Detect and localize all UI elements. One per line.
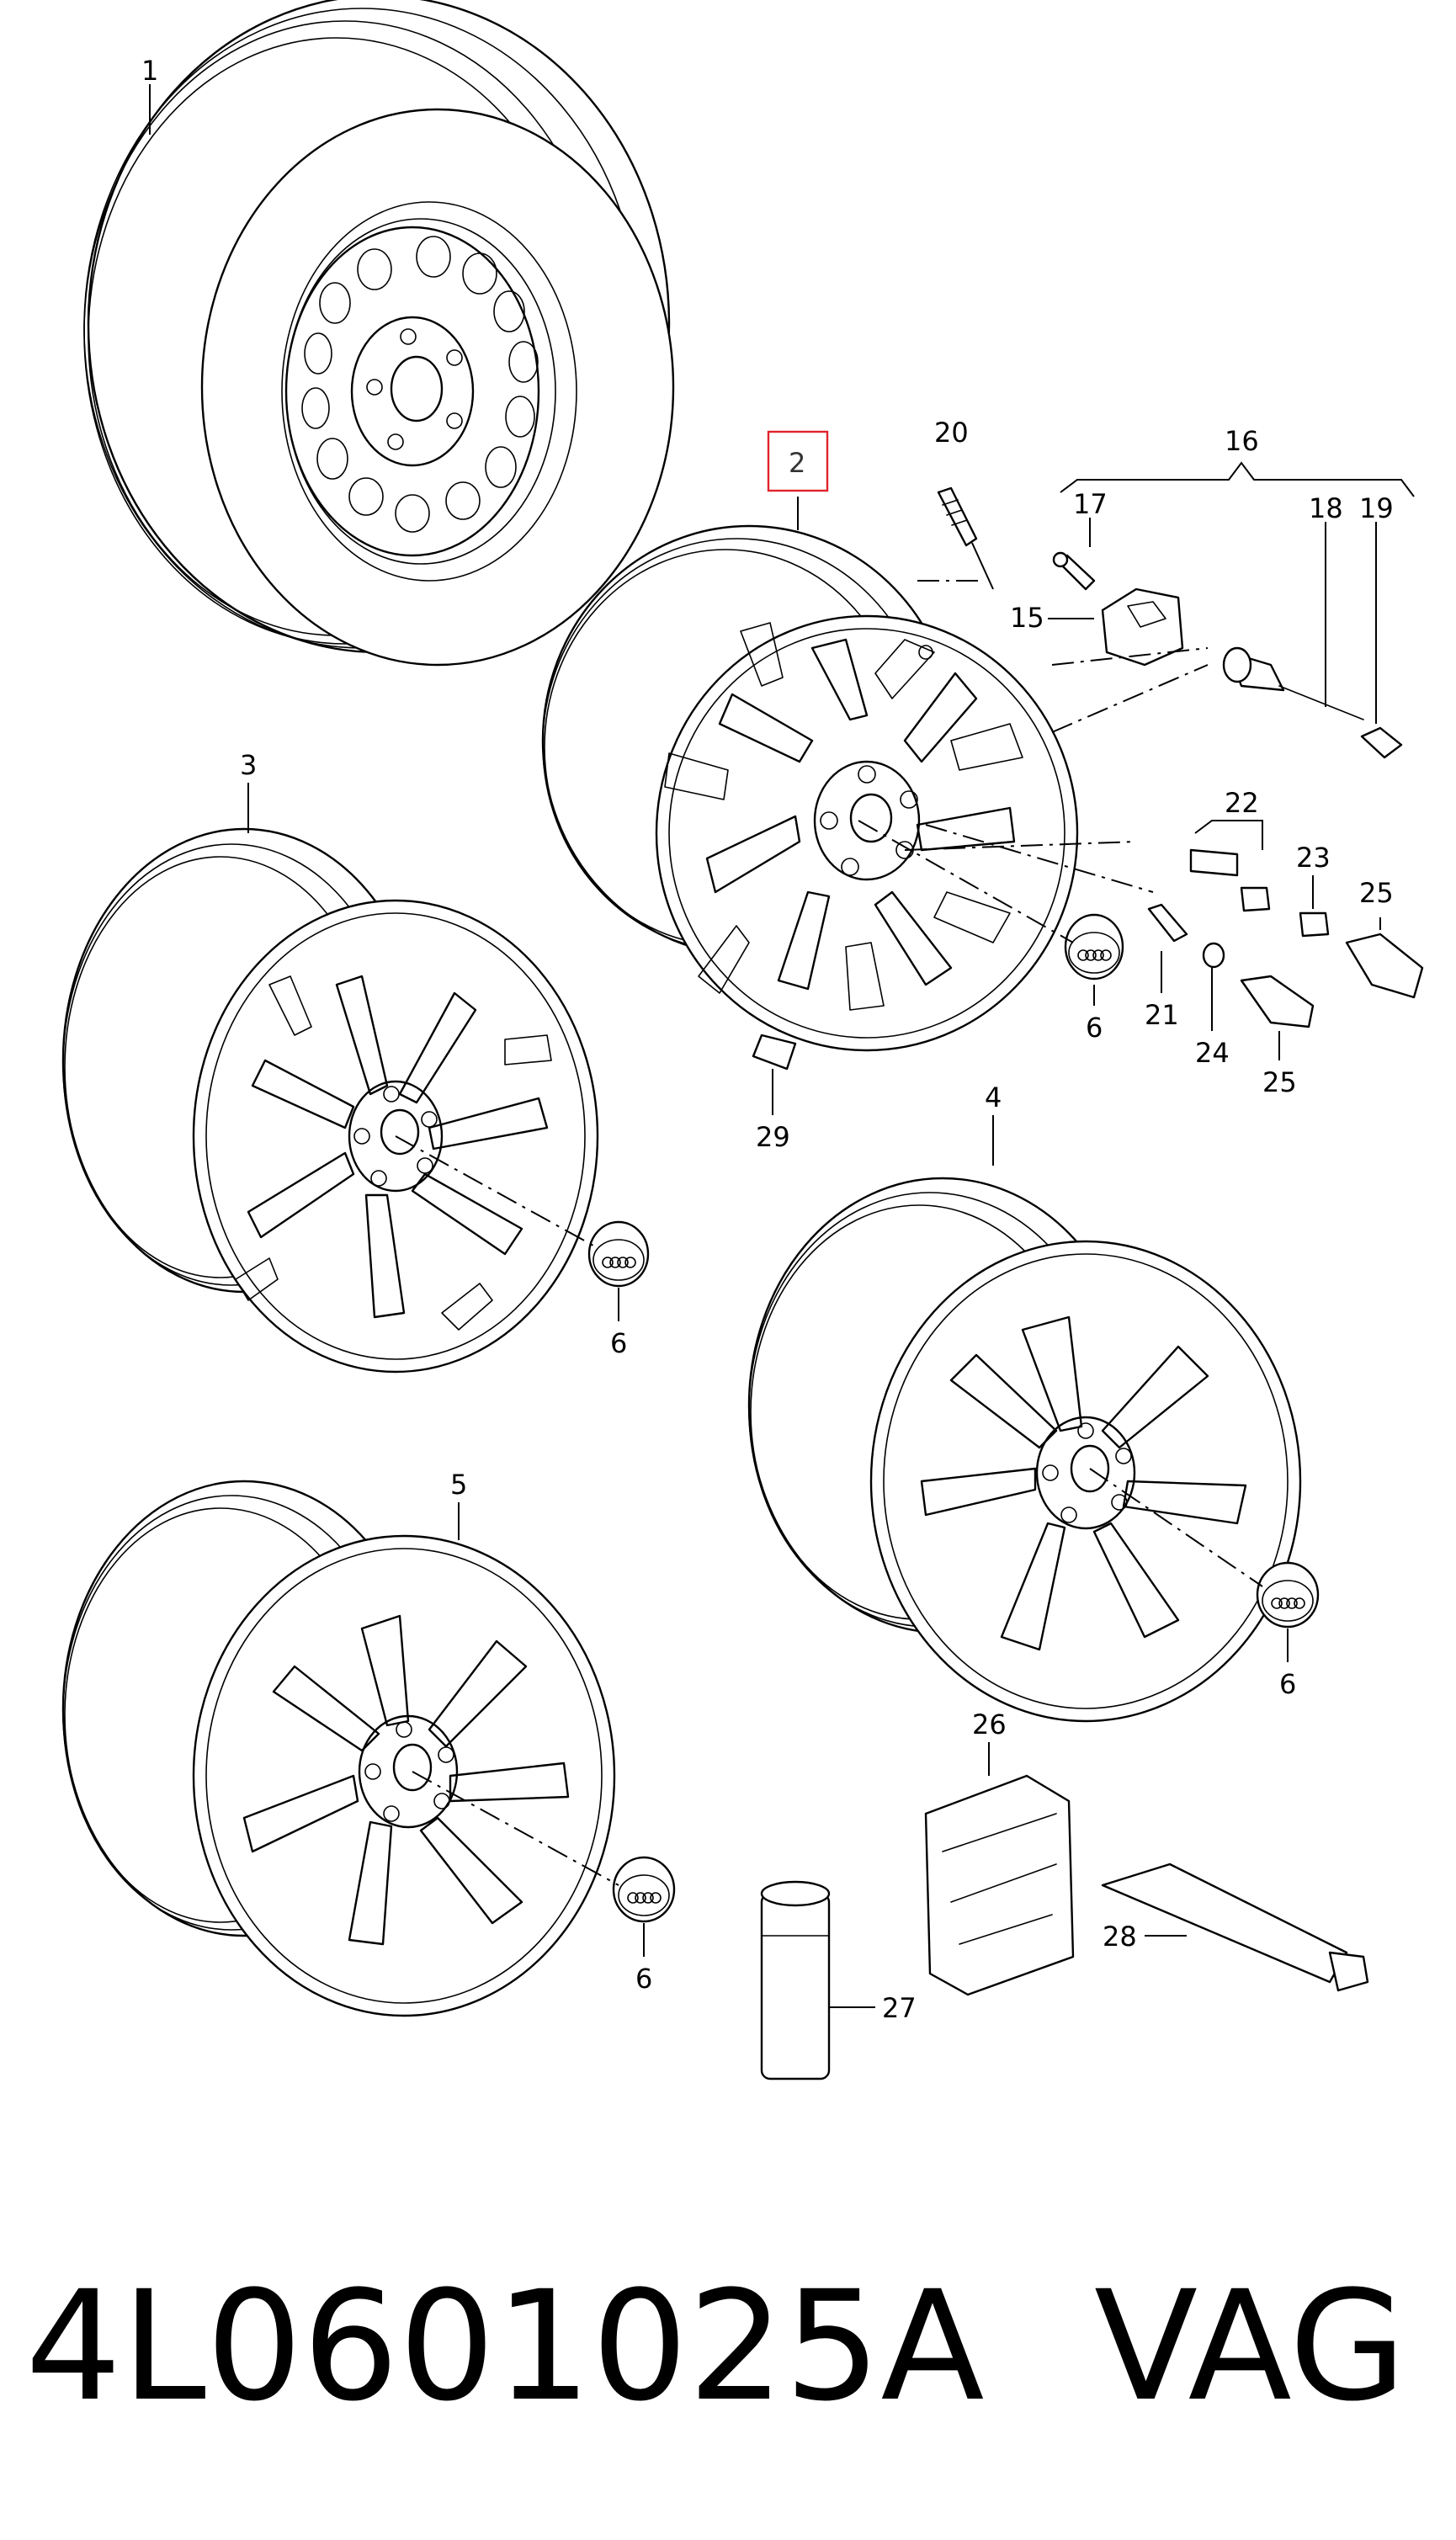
alloy-wheel-variant-3: [61, 827, 599, 1374]
callout-2: 2: [789, 447, 805, 479]
callout-27: 27: [882, 1992, 917, 2024]
bolts-21-22-23: [1147, 848, 1330, 943]
callout-labels: 1 2 3 4 5 6 6 6 6 15 16 17 18 19 20 21 2…: [141, 55, 1394, 2024]
callout-22: 22: [1225, 787, 1259, 819]
valve-18-19: [1222, 646, 1403, 759]
callout-23: 23: [1296, 842, 1331, 874]
callout-19: 19: [1359, 492, 1394, 524]
center-cap-4: [612, 1856, 676, 1923]
cap-24: [1202, 942, 1225, 969]
tool-25a: [1240, 975, 1315, 1028]
callout-18: 18: [1309, 492, 1343, 524]
alloy-wheel-spokes: [664, 622, 1023, 1011]
callout-15: 15: [1010, 602, 1044, 634]
callout-6d: 6: [635, 1963, 652, 1995]
callout-3: 3: [240, 749, 257, 781]
alloy-wheel-variant-4: [747, 1177, 1302, 1723]
tpms-sensor-15: [1101, 587, 1184, 667]
alloy-wheel-main: [541, 524, 1079, 1071]
sensor-screw-17: [1052, 551, 1096, 591]
dashed-connectors: [395, 580, 1263, 1886]
part-number: 4L0601025A: [25, 2259, 985, 2435]
center-cap-3: [1256, 1561, 1320, 1629]
callout-25a: 25: [1359, 877, 1394, 909]
callout-6c: 6: [1279, 1668, 1296, 1700]
callout-25b: 25: [1262, 1066, 1297, 1098]
callout-20: 20: [934, 417, 969, 449]
callout-29: 29: [756, 1121, 790, 1153]
tube-28: [1101, 1862, 1369, 1992]
kit-26: [924, 1774, 1075, 1996]
callout-1: 1: [141, 55, 158, 87]
callout-6b: 6: [610, 1327, 627, 1359]
callout-17: 17: [1073, 488, 1108, 520]
leader-lines: [149, 84, 1415, 2008]
spare-wheel-steel: [83, 0, 675, 667]
steel-rim-holes: [301, 236, 539, 533]
valve-stem-20: [937, 486, 994, 590]
spray-can-27: [760, 1880, 831, 2080]
tool-25b: [1345, 933, 1424, 999]
callout-16: 16: [1225, 425, 1259, 457]
callout-4: 4: [985, 1081, 1002, 1113]
center-cap-2: [587, 1220, 650, 1288]
callout-28: 28: [1103, 1921, 1137, 1953]
variant-4-spokes: [920, 1315, 1247, 1651]
callout-2-highlight-box: [767, 430, 829, 492]
callout-26: 26: [972, 1708, 1007, 1740]
callout-21: 21: [1145, 999, 1179, 1031]
callout-5: 5: [450, 1469, 467, 1501]
callout-24: 24: [1195, 1037, 1230, 1069]
brand-name: VAG: [1094, 2259, 1406, 2435]
alloy-wheel-variant-5: [61, 1480, 616, 2017]
callout-6a: 6: [1086, 1012, 1103, 1044]
center-cap-1: [1064, 913, 1124, 980]
